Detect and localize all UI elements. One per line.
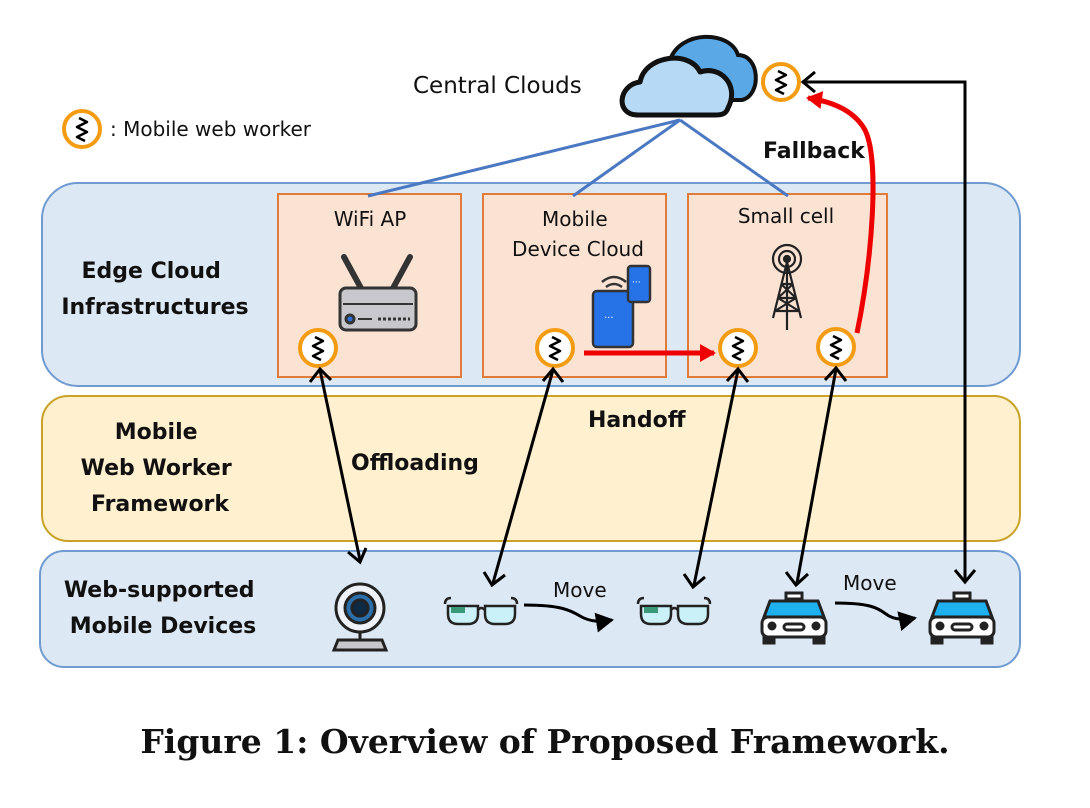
worker-small-cell-1 xyxy=(718,328,758,368)
figure-caption: Figure 1: Overview of Proposed Framework… xyxy=(140,722,950,761)
move-arrow-2 xyxy=(834,601,917,631)
edge-layer-label: Edge Cloud Infrastructures xyxy=(61,259,248,320)
framework-label-line-3: Framework xyxy=(91,492,230,517)
devices-label-line-1: Web-supported xyxy=(64,578,255,603)
worker-central-cloud xyxy=(761,62,801,102)
svg-text:···: ··· xyxy=(604,313,614,324)
move-label-1: Move xyxy=(553,578,607,602)
framework-layer xyxy=(41,395,1021,542)
wifi-ap-label: WiFi AP xyxy=(334,207,407,231)
fallback-arrow xyxy=(806,91,876,334)
devices-label-line-2: Mobile Devices xyxy=(70,614,257,639)
wifi-router-icon xyxy=(338,254,418,332)
framework-label-line-2: Web Worker xyxy=(81,456,232,481)
smart-glasses-icon-1 xyxy=(443,596,519,626)
devices-layer xyxy=(39,550,1021,668)
mdc-label-line-2: Device Cloud xyxy=(512,237,644,261)
fallback-label: Fallback xyxy=(763,139,866,164)
worker-small-cell-2 xyxy=(816,327,856,367)
worker-wifi-ap xyxy=(298,328,338,368)
cloud-icon xyxy=(619,34,758,118)
mobile-devices-icon: ··· ··· xyxy=(591,264,652,349)
cloud-links xyxy=(367,118,789,198)
legend-worker-icon xyxy=(62,109,102,149)
move-label-2: Move xyxy=(843,571,897,595)
framework-layer-label: Mobile Web Worker Framework xyxy=(81,420,240,517)
worker-mobile-device-cloud xyxy=(535,328,575,368)
svg-text:···: ··· xyxy=(632,278,641,288)
car2-arrowhead xyxy=(953,569,977,585)
handoff-label: Handoff xyxy=(588,408,687,433)
mobile-device-cloud-label: Mobile Device Cloud xyxy=(512,207,644,261)
cloud-direct-arrow xyxy=(802,80,967,580)
mdc-label-line-1: Mobile xyxy=(542,207,608,231)
car-icon-1 xyxy=(760,591,828,645)
devices-layer-label: Web-supported Mobile Devices xyxy=(64,578,262,639)
edge-label-line-1: Edge Cloud xyxy=(82,259,221,284)
car-icon-2 xyxy=(928,591,996,645)
central-clouds-label: Central Clouds xyxy=(413,73,582,99)
offloading-label: Offloading xyxy=(351,451,479,476)
cloud-direct-arrowhead xyxy=(800,70,816,94)
move-arrow-1 xyxy=(523,603,614,633)
edge-label-line-2: Infrastructures xyxy=(61,295,248,320)
legend-label: : Mobile web worker xyxy=(110,117,312,141)
smart-glasses-icon-2 xyxy=(636,596,712,626)
small-cell-label: Small cell xyxy=(738,204,834,228)
framework-label-line-1: Mobile xyxy=(115,420,198,445)
webcam-icon xyxy=(331,582,389,652)
cell-tower-icon xyxy=(771,243,803,330)
offload-arrows xyxy=(308,365,848,590)
